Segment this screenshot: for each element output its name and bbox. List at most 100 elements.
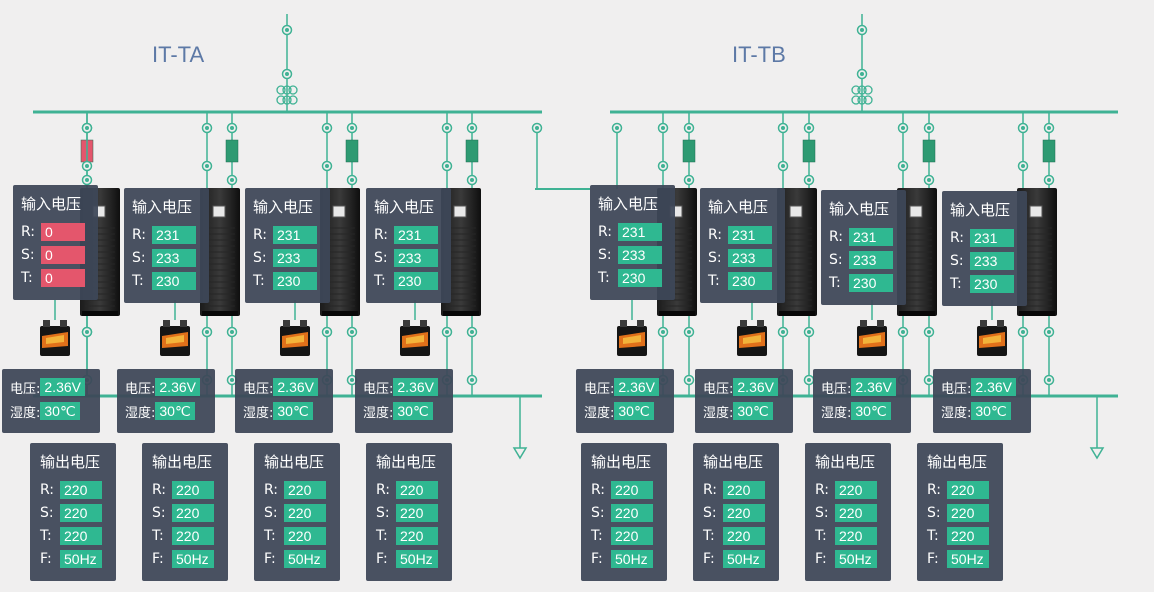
output-s-value: 220 xyxy=(172,503,214,522)
humidity-label: 湿度: xyxy=(821,405,852,421)
phase-t-label: T: xyxy=(708,272,720,289)
phase-r-label: R: xyxy=(152,481,167,498)
phase-t-label: T: xyxy=(264,527,276,544)
input-voltage-panel: 输入电压 R:231 S:233 T:230 xyxy=(821,190,906,305)
phase-r-label: R: xyxy=(253,226,268,243)
output-panel-title: 输出电压 xyxy=(152,453,213,471)
output-s-value: 220 xyxy=(835,503,877,522)
battery-status-panel: 电压:2.36V 湿度:30℃ xyxy=(576,369,674,433)
phase-r-label: R: xyxy=(376,481,391,498)
switch-node-dot xyxy=(927,126,931,130)
breaker-closed xyxy=(802,139,816,163)
frequency-label: F: xyxy=(591,550,603,567)
switch-node-dot xyxy=(1047,126,1051,130)
output-voltage-panel: 输出电压 R:220 S:220 T:220 F:50Hz xyxy=(805,443,891,581)
voltage-label: 电压: xyxy=(821,381,852,397)
switch-node-dot xyxy=(535,126,539,130)
frequency-label: F: xyxy=(264,550,276,567)
output-panel-title: 输出电压 xyxy=(815,453,876,471)
voltage-label: 电压: xyxy=(243,381,274,397)
input-voltage-panel: 输入电压 R:231 S:233 T:230 xyxy=(700,188,785,303)
phase-r-label: R: xyxy=(264,481,279,498)
battery-status-panel: 电压:2.36V 湿度:30℃ xyxy=(933,369,1031,433)
breaker-closed xyxy=(1042,139,1056,163)
output-r-value: 220 xyxy=(611,480,653,499)
switch-node-dot xyxy=(445,330,449,334)
battery-status-panel: 电压:2.36V 湿度:30℃ xyxy=(235,369,333,433)
switch-node-dot xyxy=(1021,330,1025,334)
output-t-value: 220 xyxy=(284,526,326,545)
phase-s-label: S: xyxy=(703,504,717,521)
battery-humidity-value: 30℃ xyxy=(40,402,80,420)
output-panel-title: 输出电压 xyxy=(703,453,764,471)
input-s-value: 233 xyxy=(970,251,1014,270)
battery-status-panel: 电压:2.36V 湿度:30℃ xyxy=(695,369,793,433)
phase-t-label: T: xyxy=(253,272,265,289)
switch-node-dot xyxy=(687,178,691,182)
phase-r-label: R: xyxy=(927,481,942,498)
switch-node-dot xyxy=(470,378,474,382)
input-voltage-panel: 输入电压 R:231 S:233 T:230 xyxy=(942,191,1027,306)
switch-node-dot xyxy=(901,164,905,168)
transformer-coil xyxy=(857,85,867,95)
output-frequency-value: 50Hz xyxy=(947,549,989,568)
input-s-value: 0 xyxy=(41,245,85,264)
switch-node-dot xyxy=(687,126,691,130)
transformer-coil xyxy=(288,95,298,105)
phase-t-label: T: xyxy=(703,527,715,544)
transformer-coil xyxy=(282,95,292,105)
transformer-coil xyxy=(288,85,298,95)
system-title: IT-TA xyxy=(152,42,205,67)
switch-node-dot xyxy=(230,378,234,382)
output-frequency-value: 50Hz xyxy=(611,549,653,568)
input-s-value: 233 xyxy=(394,248,438,267)
input-t-value: 0 xyxy=(41,268,85,287)
phase-s-label: S: xyxy=(815,504,829,521)
battery-humidity-value: 30℃ xyxy=(851,402,891,420)
switch-node-dot xyxy=(615,126,619,130)
output-voltage-panel: 输出电压 R:220 S:220 T:220 F:50Hz xyxy=(254,443,340,581)
output-panel-title: 输出电压 xyxy=(927,453,988,471)
switch-node-dot xyxy=(860,72,864,76)
phase-r-label: R: xyxy=(591,481,606,498)
switch-node-dot xyxy=(927,178,931,182)
output-panel-title: 输出电压 xyxy=(591,453,652,471)
switch-node-dot xyxy=(781,330,785,334)
battery-status-panel: 电压:2.36V 湿度:30℃ xyxy=(355,369,453,433)
phase-s-label: S: xyxy=(40,504,54,521)
output-voltage-panel: 输出电压 R:220 S:220 T:220 F:50Hz xyxy=(142,443,228,581)
switch-node-dot xyxy=(687,330,691,334)
phase-t-label: T: xyxy=(132,272,144,289)
frequency-label: F: xyxy=(927,550,939,567)
input-panel-title: 输入电压 xyxy=(374,198,435,216)
phase-t-label: T: xyxy=(40,527,52,544)
phase-s-label: S: xyxy=(376,504,390,521)
transformer-coil xyxy=(276,95,286,105)
phase-t-label: T: xyxy=(829,274,841,291)
ups-cabinet xyxy=(1017,188,1057,316)
output-frequency-value: 50Hz xyxy=(835,549,877,568)
ground-icon xyxy=(512,447,528,460)
input-voltage-panel: 输入电压 R:231 S:233 T:230 xyxy=(245,188,330,303)
switch-node-dot xyxy=(230,178,234,182)
battery-voltage-value: 2.36V xyxy=(155,378,200,396)
frequency-label: F: xyxy=(815,550,827,567)
switch-node-dot xyxy=(807,126,811,130)
phase-s-label: S: xyxy=(950,252,964,269)
transformer-coil xyxy=(282,85,292,95)
battery-status-panel: 电压:2.36V 湿度:30℃ xyxy=(813,369,911,433)
input-t-value: 230 xyxy=(970,274,1014,293)
input-r-value: 231 xyxy=(970,228,1014,247)
switch-node-dot xyxy=(85,164,89,168)
ground-icon xyxy=(1089,447,1105,460)
battery-humidity-value: 30℃ xyxy=(155,402,195,420)
switch-node-dot xyxy=(1021,126,1025,130)
phase-r-label: R: xyxy=(598,223,613,240)
output-frequency-value: 50Hz xyxy=(172,549,214,568)
output-t-value: 220 xyxy=(60,526,102,545)
ups-cabinet xyxy=(320,188,360,316)
output-voltage-panel: 输出电压 R:220 S:220 T:220 F:50Hz xyxy=(581,443,667,581)
frequency-label: F: xyxy=(152,550,164,567)
phase-s-label: S: xyxy=(591,504,605,521)
ups-cabinet xyxy=(200,188,240,316)
